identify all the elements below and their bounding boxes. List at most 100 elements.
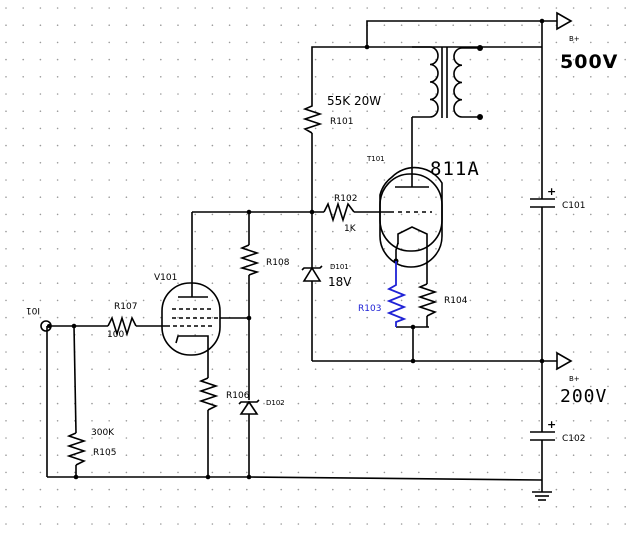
grid-dot (555, 110, 558, 112)
grid-dot (332, 351, 334, 353)
grid-dot (160, 144, 162, 147)
grid-dot (22, 230, 25, 233)
grid-dot (5, 454, 7, 457)
grid-dot (624, 523, 626, 525)
grid-dot (263, 282, 265, 285)
grid-dot (383, 299, 386, 302)
input-jack-i01[interactable] (40, 320, 52, 332)
grid-dot (5, 488, 7, 491)
grid-dot (280, 213, 283, 216)
grid-dot (607, 316, 609, 319)
junctions (71, 18, 545, 480)
tube-v101[interactable] (161, 282, 221, 356)
grid-dot (538, 127, 540, 130)
grid-dot (435, 110, 437, 112)
grid-dot (263, 110, 265, 112)
grid-dot (246, 127, 248, 130)
grid-dot (142, 24, 145, 27)
grid-dot (590, 58, 592, 61)
grid-dot (177, 368, 179, 371)
grid-dot (91, 93, 93, 95)
grid-dot (297, 506, 300, 508)
grid-dot (418, 179, 420, 181)
resistor-r102[interactable] (323, 201, 355, 223)
transformer-t101[interactable] (429, 46, 463, 118)
grid-dot (349, 368, 351, 371)
resistor-r107[interactable] (107, 315, 137, 337)
grid-dot (504, 76, 506, 78)
grid-dot (383, 179, 386, 181)
grid-dot (418, 334, 420, 336)
grid-dot (74, 248, 76, 250)
resistor-r106[interactable] (198, 377, 219, 411)
bplus-200v-terminal[interactable] (556, 351, 573, 371)
grid-dot (142, 213, 145, 216)
grid-dot (521, 282, 523, 285)
grid-dot (349, 213, 351, 216)
zener-d102[interactable] (238, 399, 260, 415)
zener-d101[interactable] (301, 265, 323, 282)
grid-dot (400, 402, 403, 405)
grid-dot (332, 282, 334, 285)
grid-dot (263, 144, 265, 147)
grid-dot (263, 420, 265, 422)
grid-dot (349, 334, 351, 336)
grid-dot (56, 506, 59, 508)
grid-dot (521, 523, 523, 525)
grid-dot (194, 162, 196, 164)
grid-dot (435, 41, 437, 44)
grid-dot (624, 162, 626, 164)
grid-dot (211, 7, 214, 9)
grid-dot (452, 144, 455, 147)
resistor-r104[interactable] (417, 283, 438, 317)
grid-dot (297, 248, 300, 250)
grid-dot (263, 24, 265, 27)
grid-dot (607, 471, 609, 474)
grid-dot (142, 179, 145, 181)
tube-811a[interactable] (379, 166, 443, 268)
grid-dot (160, 420, 162, 422)
grid-dot (160, 7, 162, 9)
grid-dot (521, 179, 523, 181)
capacitor-c101[interactable] (530, 198, 555, 208)
grid-dot (280, 24, 283, 27)
grid-dot (349, 506, 351, 508)
grid-dot (521, 58, 523, 61)
grid-dot (5, 282, 7, 285)
grid-dot (5, 265, 7, 267)
grid-dot (555, 248, 558, 250)
grid-dot (177, 179, 179, 181)
grid-dot (538, 334, 540, 336)
resistor-r103[interactable] (386, 261, 407, 327)
grid-dot (624, 471, 626, 474)
resistor-r108[interactable] (239, 244, 260, 276)
bplus-500v-terminal[interactable] (556, 11, 573, 31)
grid-dot (91, 385, 93, 388)
grid-dot (314, 299, 317, 302)
grid-dot (22, 368, 25, 371)
grid-dot (366, 523, 369, 525)
grid-dot (108, 196, 110, 198)
grid-dot (5, 385, 7, 388)
grid-dot (418, 162, 420, 164)
capacitor-c102[interactable] (530, 431, 555, 441)
grid-dot (142, 230, 145, 233)
grid-dot (263, 179, 265, 181)
grid-dot (521, 162, 523, 164)
grid-dot (211, 454, 214, 457)
grid-dot (555, 385, 558, 388)
grid-dot (297, 282, 300, 285)
grid-dot (228, 179, 231, 181)
grid-dot (228, 265, 231, 267)
grid-dot (332, 385, 334, 388)
grid-dot (555, 230, 558, 233)
grid-dot (590, 316, 592, 319)
resistor-r101[interactable] (302, 101, 323, 134)
resistor-r105[interactable] (66, 432, 87, 466)
grid-dot (263, 162, 265, 164)
grid-dot (418, 523, 420, 525)
grid-dot (108, 282, 110, 285)
grid-dot (590, 41, 592, 44)
grid-dot (624, 93, 626, 95)
grid-dot (538, 402, 540, 405)
